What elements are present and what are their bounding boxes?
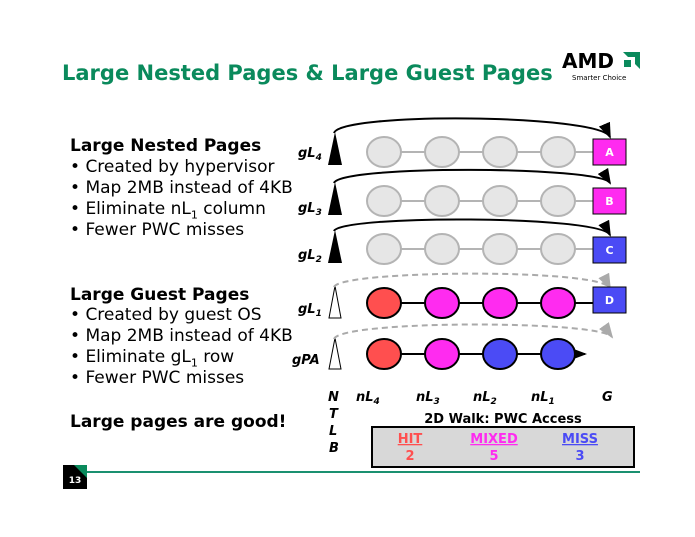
triangle-icon: [328, 182, 342, 215]
row-label-gpa: gPA: [292, 353, 320, 368]
footer-rule: [87, 471, 640, 473]
node: [482, 185, 518, 217]
bullet: • Eliminate gL1 row: [70, 347, 235, 370]
node-miss: [540, 338, 576, 370]
node: [424, 185, 460, 217]
ntlb-letter: N: [328, 390, 339, 405]
guest-heading: Large Guest Pages: [70, 285, 250, 305]
node: [540, 185, 576, 217]
node: [482, 233, 518, 265]
col-label: G: [602, 390, 613, 405]
box-c: [592, 236, 627, 264]
ntlb-letter: T: [329, 407, 339, 422]
svg-text:AMD: AMD: [562, 49, 614, 73]
ntlb-letter: L: [329, 424, 337, 439]
nested-heading: Large Nested Pages: [70, 136, 262, 156]
bullet: • Eliminate nL1 column: [70, 199, 266, 222]
legend-mixed-count: 5: [489, 449, 498, 464]
node-hit: [366, 338, 402, 370]
legend-box: [371, 426, 635, 468]
box-label: A: [605, 146, 614, 159]
box-d: [592, 286, 627, 314]
node: [482, 136, 518, 168]
row-label-gl2: gL2: [298, 248, 322, 265]
node: [366, 136, 402, 168]
bullet: • Fewer PWC misses: [70, 220, 245, 240]
node: [366, 233, 402, 265]
bullet: • Map 2MB instead of 4KB: [70, 326, 293, 346]
row-label-gl1: gL1: [298, 302, 322, 319]
legend-miss: MISS: [562, 432, 598, 447]
box-label: C: [605, 244, 613, 257]
box-a: [592, 138, 627, 166]
slide-number-badge: 13: [63, 465, 87, 489]
bullet: • Map 2MB instead of 4KB: [70, 178, 293, 198]
node-mixed: [424, 287, 460, 319]
slide-number: 13: [68, 476, 82, 486]
amd-arrow-icon: [623, 52, 640, 69]
legend-hit: HIT: [398, 432, 423, 447]
node-miss: [482, 338, 518, 370]
col-label: nL2: [473, 390, 497, 407]
bullet: • Fewer PWC misses: [70, 368, 245, 388]
triangle-outline-icon: [328, 285, 342, 319]
triangle-icon: [328, 132, 342, 165]
node-mixed: [482, 287, 518, 319]
walk-title: 2D Walk: PWC Access: [424, 412, 582, 427]
row-label-gl3: gL3: [298, 201, 322, 218]
slide-title: Large Nested Pages & Large Guest Pages: [62, 61, 553, 85]
legend-mixed: MIXED: [470, 432, 518, 447]
box-b: [592, 187, 627, 215]
amd-logo: AMD Smarter Choice: [562, 49, 640, 82]
row-label-gl4: gL4: [298, 146, 322, 163]
bullet: • Created by hypervisor: [70, 157, 275, 177]
node: [424, 233, 460, 265]
node: [424, 136, 460, 168]
legend-miss-count: 3: [575, 449, 584, 464]
node-mixed: [424, 338, 460, 370]
node-mixed: [540, 287, 576, 319]
node-hit: [366, 287, 402, 319]
ntlb-letter: B: [329, 441, 339, 456]
conclusion: Large pages are good!: [70, 412, 287, 432]
node: [540, 136, 576, 168]
node: [540, 233, 576, 265]
col-label: nL4: [356, 390, 380, 407]
legend-hit-count: 2: [405, 449, 414, 464]
box-label: B: [605, 195, 613, 208]
box-label: D: [605, 294, 614, 307]
node: [366, 185, 402, 217]
svg-text:Smarter Choice: Smarter Choice: [572, 74, 626, 82]
triangle-icon: [328, 230, 342, 263]
col-label: nL3: [416, 390, 440, 407]
col-label: nL1: [531, 390, 555, 407]
triangle-outline-icon: [328, 337, 342, 370]
bullet: • Created by guest OS: [70, 305, 262, 325]
